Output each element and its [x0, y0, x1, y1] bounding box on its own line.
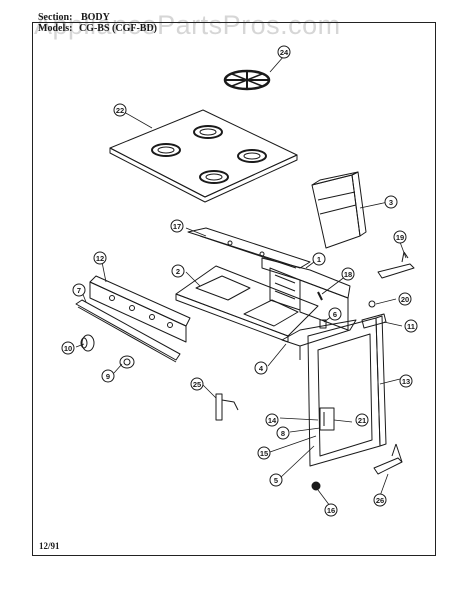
svg-text:25: 25 — [193, 380, 201, 389]
callout-1: 1 — [312, 252, 326, 266]
callout-22: 22 — [113, 103, 127, 117]
svg-text:6: 6 — [333, 310, 337, 319]
callout-15: 15 — [257, 446, 271, 460]
callout-3: 3 — [384, 195, 398, 209]
oven-door-drawing — [307, 315, 387, 467]
burner-box-drawing — [261, 257, 351, 331]
leader-lines — [75, 55, 407, 507]
side-bracket-drawing — [377, 251, 415, 279]
section-value: BODY — [80, 12, 110, 23]
callout-24: 24 — [277, 45, 291, 59]
svg-text:24: 24 — [280, 48, 289, 57]
callout-7: 7 — [72, 283, 86, 297]
svg-text:4: 4 — [259, 364, 264, 373]
svg-text:1: 1 — [317, 255, 321, 264]
knob-bezel-drawing — [119, 355, 135, 369]
clip-drawing — [319, 319, 327, 329]
svg-text:10: 10 — [64, 344, 72, 353]
svg-text:12: 12 — [96, 254, 104, 263]
callout-21: 21 — [355, 413, 369, 427]
callout-5: 5 — [269, 473, 283, 487]
hinge-bracket-drawing — [215, 393, 239, 421]
svg-text:11: 11 — [407, 322, 415, 331]
callout-6: 6 — [328, 307, 342, 321]
callout-17: 17 — [170, 219, 184, 233]
svg-text:8: 8 — [281, 429, 285, 438]
svg-text:26: 26 — [376, 496, 384, 505]
trim-strip-drawing — [75, 299, 181, 363]
svg-text:15: 15 — [260, 449, 268, 458]
callout-14: 14 — [265, 413, 279, 427]
svg-text:22: 22 — [116, 106, 124, 115]
svg-text:21: 21 — [358, 416, 366, 425]
callout-2: 2 — [171, 264, 185, 278]
callout-26: 26 — [373, 493, 387, 507]
vent-duct-drawing — [311, 171, 367, 249]
svg-text:13: 13 — [402, 377, 410, 386]
callout-11: 11 — [404, 319, 418, 333]
svg-text:9: 9 — [106, 372, 110, 381]
svg-text:20: 20 — [401, 295, 409, 304]
svg-text:17: 17 — [173, 222, 181, 231]
watermark: AppliancePartsPros.com — [34, 10, 341, 40]
burner-grate-drawing — [223, 69, 271, 91]
svg-text:7: 7 — [77, 286, 81, 295]
door-hinge-upper-drawing — [361, 313, 387, 329]
callout-9: 9 — [101, 369, 115, 383]
models-header: Models: CG-BS (CGF-BD) — [38, 24, 157, 34]
anti-tip-bracket-drawing — [373, 443, 403, 475]
diagram-frame — [32, 22, 436, 556]
svg-text:3: 3 — [389, 198, 393, 207]
callout-18: 18 — [341, 267, 355, 281]
revision-date: 12/91 — [39, 541, 60, 551]
models-value: CG-BS (CGF-BD) — [78, 23, 158, 34]
knob-drawing — [80, 334, 95, 352]
callout-8: 8 — [276, 426, 290, 440]
callout-10: 10 — [61, 341, 75, 355]
svg-text:14: 14 — [268, 416, 277, 425]
callout-16: 16 — [324, 503, 338, 517]
callout-12: 12 — [93, 251, 107, 265]
section-header: Section: BODY — [38, 13, 110, 23]
callout-4: 4 — [254, 361, 268, 375]
screw-small-drawing — [368, 300, 376, 308]
svg-text:19: 19 — [396, 233, 404, 242]
cooktop-drawing — [109, 109, 298, 203]
svg-text:18: 18 — [344, 270, 352, 279]
manifold-panel-drawing — [89, 275, 191, 343]
svg-text:16: 16 — [327, 506, 335, 515]
svg-text:5: 5 — [274, 476, 278, 485]
section-label: Section: — [38, 12, 73, 23]
callout-13: 13 — [399, 374, 413, 388]
door-hinge-lower-drawing — [319, 407, 335, 431]
screw-drawing — [317, 291, 323, 301]
leveling-leg-drawing — [311, 481, 321, 491]
front-frame-drawing — [281, 319, 357, 360]
callout-20: 20 — [398, 292, 412, 306]
models-label: Models: — [38, 23, 73, 34]
callout-25: 25 — [190, 377, 204, 391]
callout-19: 19 — [393, 230, 407, 244]
svg-text:2: 2 — [176, 267, 180, 276]
